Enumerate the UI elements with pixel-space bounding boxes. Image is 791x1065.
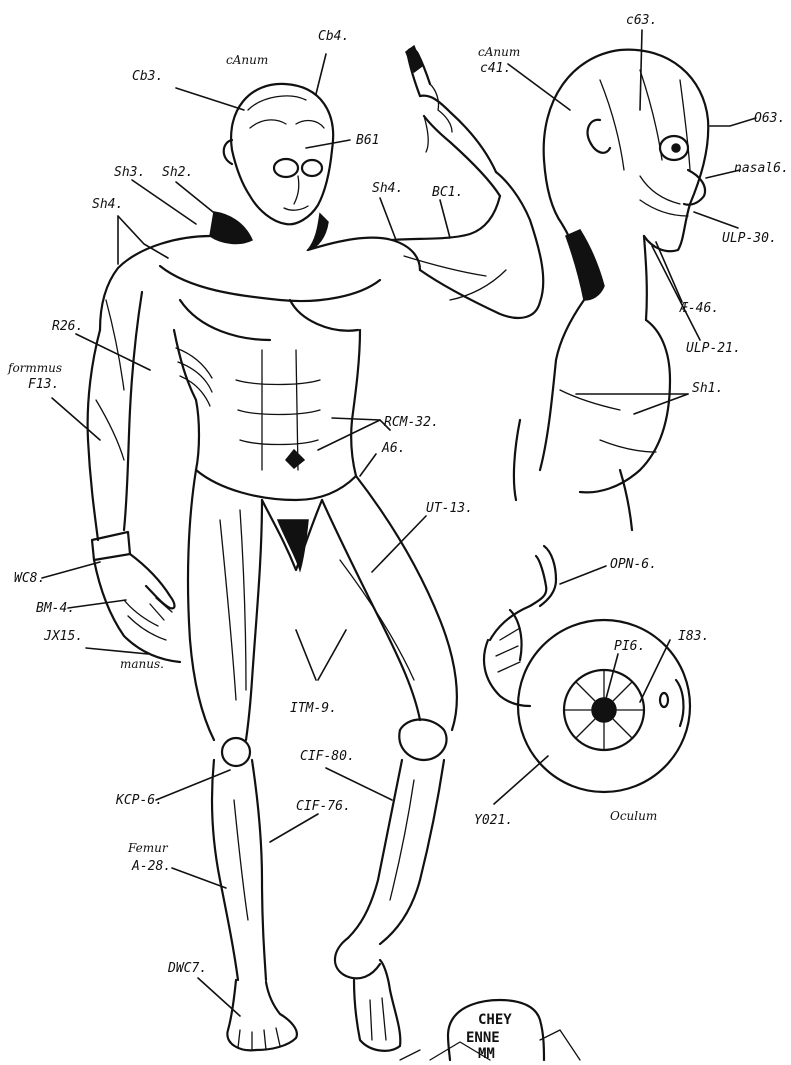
label-ut13: UT-13.	[426, 501, 473, 516]
label-head-c63: c63.	[626, 13, 657, 28]
label-cranium-left: cAnum	[226, 53, 268, 67]
label-cb3: Cb3.	[132, 69, 163, 84]
label-femur-script: Femur	[127, 841, 169, 855]
label-sh1: Sh1.	[692, 381, 723, 396]
label-jx15: JX15.	[43, 629, 83, 644]
label-sh2: Sh2.	[162, 165, 193, 180]
label-head-ae46: Æ-46.	[679, 301, 719, 316]
label-b61: B61	[356, 133, 379, 148]
label-y021: Y021.	[474, 813, 513, 828]
label-a6: A6.	[381, 441, 405, 456]
label-bc1: BC1.	[432, 185, 463, 200]
label-pi6: PI6.	[614, 639, 645, 654]
label-head-cranium: cAnum	[478, 45, 520, 59]
label-fm-script: formmus	[7, 361, 62, 375]
label-i83: I83.	[678, 629, 709, 644]
label-head-c41: c41.	[480, 61, 511, 76]
label-head-ulp30: ULP-30.	[722, 231, 777, 246]
label-sh4-right: Sh4.	[372, 181, 403, 196]
label-manus: manus.	[120, 657, 164, 671]
label-head-nasal: nasal6.	[734, 161, 789, 176]
label-head-ulp21: ULP-21.	[686, 341, 741, 356]
label-cb4: Cb4.	[318, 29, 349, 44]
stone-line-3: MM	[478, 1046, 495, 1062]
label-head-o63: O63.	[754, 111, 785, 126]
label-sh3: Sh3.	[114, 165, 145, 180]
label-sh4-left: Sh4.	[92, 197, 123, 212]
label-oculus: Oculum	[610, 809, 657, 823]
labels: Cb3. cAnum Cb4. B61 Sh3. Sh2. Sh4. Sh4. …	[7, 13, 789, 976]
gravestone: CHEY ENNE MM	[400, 1000, 580, 1062]
label-kcp6: KCP-6.	[115, 793, 163, 808]
label-cif76: CIF-76.	[296, 799, 351, 814]
label-wc8: WC8.	[14, 571, 45, 586]
label-bm4: BM-4.	[36, 601, 75, 616]
label-opn6: OPN-6.	[610, 557, 657, 572]
label-f13: F13.	[28, 377, 59, 392]
label-dwc7: DWC7.	[167, 961, 207, 976]
label-cif80: CIF-80.	[300, 749, 355, 764]
label-r26: R26.	[52, 319, 83, 334]
figure-eyeball	[484, 546, 690, 792]
label-a28: A-28.	[131, 859, 171, 874]
stone-line-2: ENNE	[466, 1030, 500, 1046]
label-rcm32: RCM-32.	[384, 415, 439, 430]
stone-line-1: CHEY	[478, 1012, 512, 1028]
label-itm9: ITM-9.	[290, 701, 337, 716]
